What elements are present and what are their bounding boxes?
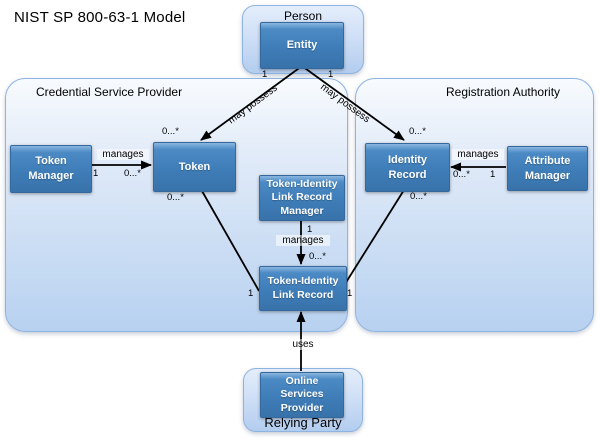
tilr-left-mult: 1 — [248, 288, 254, 299]
manages-label-middle: manages — [276, 235, 330, 246]
edge-token-tilr — [201, 190, 260, 292]
manages-label-left: manages — [97, 149, 149, 160]
tilr-right-mult: 1 — [347, 288, 353, 299]
tilrm-target-mult: 0...* — [309, 251, 326, 262]
tm-token-target-mult: 0...* — [124, 168, 141, 179]
ir-bottom-mult: 0...* — [410, 191, 427, 202]
ir-top-mult: 0...* — [409, 126, 426, 137]
uses-label: uses — [284, 339, 322, 350]
token-node: Token — [153, 142, 236, 192]
entity-ir-source-mult: 1 — [328, 69, 334, 80]
tilrm-source-mult: 1 — [307, 224, 313, 235]
rp-container-label: Relying Party — [264, 415, 342, 430]
person-container-label: Person — [283, 9, 323, 23]
manages-label-right: manages — [452, 149, 504, 160]
csp-container-label: Credential Service Provider — [36, 85, 183, 99]
token-manager-node: Token Manager — [10, 145, 92, 193]
token-top-mult: 0...* — [162, 126, 179, 137]
am-ir-source-mult: 1 — [490, 169, 496, 180]
edge-entity-token — [200, 65, 303, 141]
am-ir-target-mult: 0...* — [453, 169, 470, 180]
entity-token-source-mult: 1 — [262, 69, 268, 80]
attribute-manager-node: Attribute Manager — [507, 146, 588, 191]
ra-container-label: Registration Authority — [446, 85, 561, 99]
online-services-provider-node: Online Services Provider — [260, 372, 344, 418]
token-bottom-mult: 0...* — [167, 192, 184, 203]
edge-entity-identity-record — [301, 65, 405, 141]
token-identity-link-record-node: Token-Identity Link Record — [259, 266, 347, 311]
token-identity-link-record-manager-node: Token-Identity Link Record Manager — [259, 175, 345, 221]
tm-token-source-mult: 1 — [93, 168, 99, 179]
entity-node: Entity — [260, 22, 344, 69]
registration-authority-container: Registration Authority — [355, 78, 594, 332]
edge-identity-record-tilr — [344, 189, 405, 285]
diagram-title: NIST SP 800-63-1 Model — [14, 9, 186, 26]
identity-record-node: Identity Record — [365, 143, 450, 192]
